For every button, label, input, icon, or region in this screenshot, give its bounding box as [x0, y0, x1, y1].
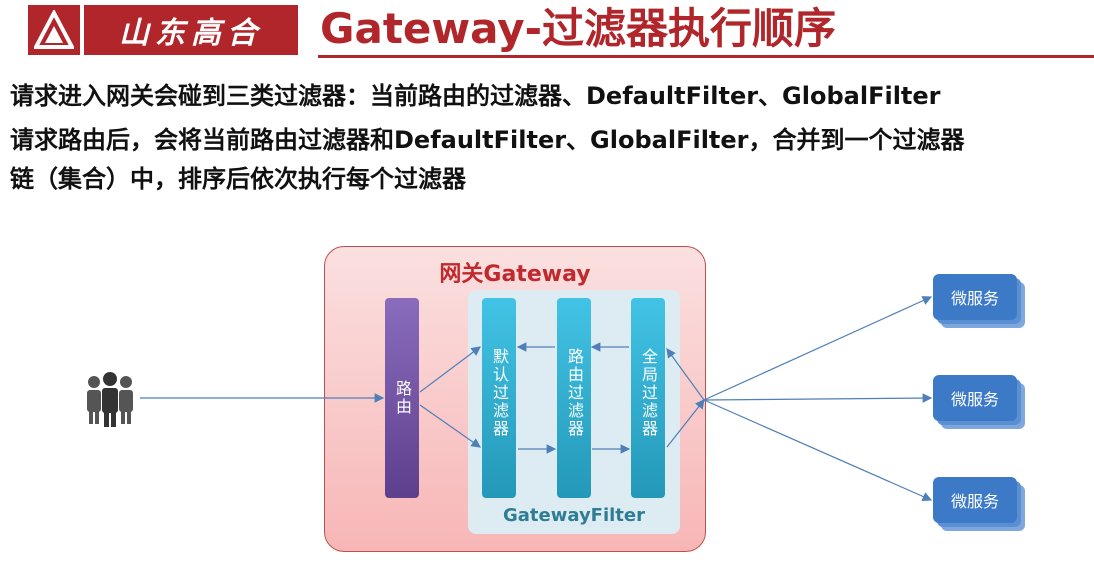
- body-line-3: 链（集合）中，排序后依次执行每个过滤器: [10, 165, 466, 193]
- title-divider: [318, 55, 1094, 58]
- logo-mark: [28, 5, 80, 55]
- gateway-label: 网关Gateway: [439, 262, 591, 287]
- microservice-3: 微服务: [933, 477, 1017, 523]
- users-group-icon: [87, 372, 133, 427]
- microservice-1: 微服务: [933, 274, 1017, 320]
- route-block: 路由: [385, 298, 419, 498]
- route-filter-block: 路由过滤器: [557, 298, 591, 498]
- global-filter-block: 全局过滤器: [631, 298, 665, 498]
- body-line-1: 请求进入网关会碰到三类过滤器：当前路由的过滤器、DefaultFilter、Gl…: [10, 82, 941, 110]
- page-title: Gateway-过滤器执行顺序: [320, 4, 837, 53]
- microservice-2: 微服务: [933, 375, 1017, 421]
- logo-triangle-icon: [34, 10, 74, 49]
- gateway-filter-label: GatewayFilter: [502, 505, 645, 526]
- default-filter-block: 默认过滤器: [482, 298, 516, 498]
- logo-text: 山东高合: [84, 5, 298, 55]
- body-line-2: 请求路由后，会将当前路由过滤器和DefaultFilter、GlobalFilt…: [10, 126, 965, 154]
